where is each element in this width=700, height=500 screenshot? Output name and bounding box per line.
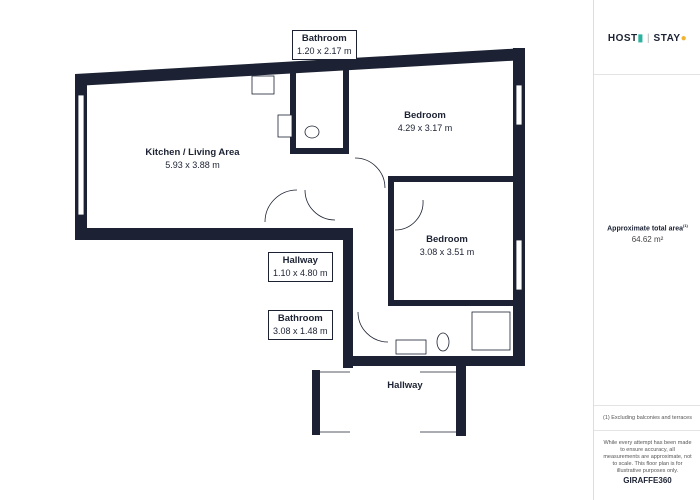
room-label-bathroom-1: Bathroom 1.20 x 2.17 m (292, 30, 357, 60)
door-swing (318, 371, 456, 433)
room-label-hallway: Hallway 1.10 x 4.80 m (268, 252, 333, 282)
area-label: Approximate total area (607, 225, 683, 233)
hob (251, 75, 275, 95)
room-label-bedroom-1: Bedroom 4.29 x 3.17 m (380, 110, 470, 134)
disclaimer: While every attempt has been made to ens… (603, 440, 692, 474)
footnote: (1) Excluding balconies and terraces (594, 405, 700, 431)
room-name: Bathroom (277, 313, 323, 324)
wall-bed2-top (388, 176, 515, 182)
brand-logo: HOST▮ | STAY● (594, 0, 700, 75)
logo-host: HOST (607, 33, 638, 44)
window-right-1 (515, 84, 523, 126)
door-swing (304, 189, 336, 221)
room-name: Hallway (282, 255, 318, 266)
room-label-bedroom-2: Bedroom 3.08 x 3.51 m (402, 234, 492, 258)
area-value: 64.62 m² (631, 235, 664, 245)
wall-bath-right (343, 62, 349, 152)
door-swing (357, 311, 389, 343)
wall-lower-hall-r (456, 366, 466, 436)
total-area: Approximate total area(1) 64.62 m² (594, 223, 700, 245)
credit-logo: GIRAFFE360 (623, 476, 672, 485)
toilet (436, 332, 450, 352)
toilet-2 (304, 125, 320, 139)
room-size: 4.29 x 3.17 m (397, 123, 453, 133)
wall-lower-hall (312, 370, 320, 435)
wall-top (75, 48, 525, 86)
window-right-2 (515, 239, 523, 291)
shower (471, 311, 511, 351)
room-size: 3.08 x 3.51 m (419, 247, 475, 257)
door-swing (264, 189, 298, 223)
wall-bed2-bottom (388, 300, 513, 306)
room-name: Bedroom (426, 234, 468, 245)
room-name: Kitchen / Living Area (145, 147, 240, 158)
room-size: 5.93 x 3.88 m (165, 160, 220, 170)
room-name: Bathroom (301, 33, 347, 44)
door-swing (354, 157, 386, 189)
room-label-kitchen: Kitchen / Living Area 5.93 x 3.88 m (130, 147, 255, 171)
room-size: 1.10 x 4.80 m (273, 268, 328, 278)
room-label-bathroom-2: Bathroom 3.08 x 1.48 m (268, 310, 333, 340)
door-swing (394, 199, 424, 231)
info-sidebar: HOST▮ | STAY● Approximate total area(1) … (593, 0, 700, 500)
room-size: 3.08 x 1.48 m (273, 326, 328, 336)
bath-sink (395, 339, 427, 355)
wall-living-bottom (75, 228, 350, 240)
room-size: 1.20 x 2.17 m (297, 46, 352, 56)
wall-bed2-left (388, 178, 394, 306)
room-label-hallway-2: Hallway (380, 380, 430, 392)
wall-bath-base (290, 148, 349, 154)
room-name: Hallway (387, 380, 423, 391)
area-note-mark: (1) (682, 223, 688, 228)
wall-hall-left (343, 228, 353, 368)
floor-plan (75, 48, 525, 436)
sink (277, 114, 293, 138)
wall-bath-top (290, 68, 296, 152)
room-name: Bedroom (404, 110, 446, 121)
wall-bath-bottom (353, 356, 525, 366)
window-left (77, 94, 85, 216)
logo-stay: STAY (653, 33, 681, 44)
